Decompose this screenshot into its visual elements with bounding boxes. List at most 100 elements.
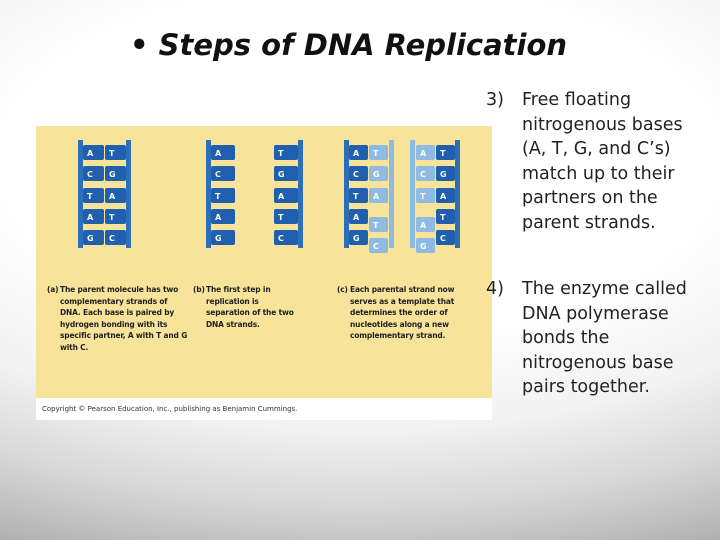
panel-c-new-base-letter: T: [420, 192, 426, 201]
panel-b-base-letter: A: [278, 192, 285, 201]
panel-c-new-base-letter: C: [420, 170, 426, 179]
panel-c-left-new-strand: [389, 140, 394, 248]
panel-c-base-letter: A: [353, 213, 360, 222]
panel-a-base-letter: G: [109, 170, 116, 179]
panel-b-base: [211, 166, 235, 181]
panel-c-base: [349, 209, 368, 224]
panel-b-base: [211, 230, 235, 245]
panel-b-base: [211, 188, 235, 203]
slide-title: • Steps of DNA Replication: [130, 28, 568, 62]
panel-c-new-base: [369, 238, 388, 253]
panel-b-label: (b): [193, 284, 205, 294]
step-item: 3) Free floating nitrogenous bases (A, T…: [486, 88, 696, 235]
panel-c-new-base-letter: C: [373, 242, 379, 251]
panel-a-label: (a): [47, 284, 59, 294]
panel-b-base: [274, 209, 298, 224]
panel-a-base: [83, 145, 104, 160]
panel-a-base-letter: A: [87, 213, 94, 222]
panel-b-right-strand: [298, 140, 303, 248]
panel-a-base-letter: G: [87, 234, 94, 243]
panel-c-new-base-letter: G: [420, 242, 427, 251]
panel-a-base-letter: A: [109, 192, 116, 201]
panel-b-base-letter: G: [215, 234, 222, 243]
panel-a-left-strand: [78, 140, 83, 248]
panel-c-base-letter: G: [440, 170, 447, 179]
panel-c-new-base: [369, 145, 388, 160]
panel-c-label: (c): [337, 284, 348, 294]
panel-b-base: [274, 145, 298, 160]
panel-a-base: [105, 209, 126, 224]
panel-a-right-strand: [126, 140, 131, 248]
panel-a-base: [105, 145, 126, 160]
panel-c-base: [436, 230, 455, 245]
panel-c-new-base-letter: A: [420, 149, 427, 158]
panel-c-base-letter: A: [440, 192, 447, 201]
panel-c-right-parent-strand: [455, 140, 460, 248]
panel-c-base-letter: T: [353, 192, 359, 201]
panel-b-base: [211, 145, 235, 160]
panel-c-new-base: [369, 217, 388, 232]
panel-b-base: [274, 166, 298, 181]
step-item: 4) The enzyme called DNA polymerase bond…: [486, 277, 696, 400]
panel-a-base: [83, 166, 104, 181]
panel-a-caption: (a) The parent molecule has two compleme…: [47, 284, 188, 353]
panel-a-base: [83, 230, 104, 245]
panel-c-new-base: [416, 188, 435, 203]
panel-b-caption-text: The first step in replication is separat…: [206, 284, 294, 329]
panel-c-base: [349, 188, 368, 203]
panel-c-base-letter: C: [440, 234, 446, 243]
panel-c-base-letter: C: [353, 170, 359, 179]
panel-b-base-letter: G: [278, 170, 285, 179]
panel-c-base-letter: T: [440, 149, 446, 158]
panel-c-new-base-letter: A: [420, 221, 427, 230]
panel-c-base: [436, 188, 455, 203]
panel-a-base-letter: T: [87, 192, 93, 201]
panel-c-new-base: [369, 166, 388, 181]
panel-a-base: [83, 209, 104, 224]
panel-c-new-base-letter: T: [373, 221, 379, 230]
panel-c-new-base: [416, 145, 435, 160]
panel-c-base-letter: G: [353, 234, 360, 243]
panel-a-base-letter: C: [87, 170, 93, 179]
panel-c-caption: (c) Each parental strand now serves as a…: [337, 284, 474, 342]
panel-a-base-letter: C: [109, 234, 115, 243]
step-text: Free floating nitrogenous bases (A, T, G…: [522, 90, 683, 233]
panel-c-new-base: [416, 217, 435, 232]
panel-c-base: [436, 166, 455, 181]
panel-c-new-base-letter: G: [373, 170, 380, 179]
panel-b-base-letter: A: [215, 149, 222, 158]
panel-a-base-letter: A: [87, 149, 94, 158]
panel-b-caption: (b) The first step in replication is sep…: [193, 284, 298, 330]
panel-c-base: [436, 209, 455, 224]
panel-c-new-base: [416, 166, 435, 181]
panel-c-new-base: [416, 238, 435, 253]
panel-c-base-letter: T: [440, 213, 446, 222]
step-number: 3): [486, 90, 504, 110]
panel-b-base: [211, 209, 235, 224]
panel-c-new-base-letter: A: [373, 192, 380, 201]
panel-b-base-letter: T: [278, 149, 284, 158]
panel-b-base-letter: T: [215, 192, 221, 201]
panel-a-caption-text: The parent molecule has two complementar…: [60, 284, 188, 352]
panel-a-base: [105, 230, 126, 245]
panel-a-base: [83, 188, 104, 203]
panel-b-base-letter: C: [215, 170, 221, 179]
figure-copyright: Copyright © Pearson Education, Inc., pub…: [42, 405, 298, 413]
panel-a-base-letter: T: [109, 149, 115, 158]
steps-list: 3) Free floating nitrogenous bases (A, T…: [486, 88, 696, 400]
panel-c-base-letter: A: [353, 149, 360, 158]
panel-c-caption-text: Each parental strand now serves as a tem…: [350, 284, 455, 340]
panel-c-base: [349, 145, 368, 160]
panel-c-right-new-strand: [410, 140, 415, 248]
panel-c-left-parent-strand: [344, 140, 349, 248]
panel-c-new-base: [369, 188, 388, 203]
panel-b-base-letter: A: [215, 213, 222, 222]
step-text: The enzyme called DNA polymerase bonds t…: [522, 279, 687, 397]
panel-a-base-letter: T: [109, 213, 115, 222]
panel-b-base-letter: T: [278, 213, 284, 222]
panel-b-left-strand: [206, 140, 211, 248]
dna-replication-figure: A C T A G T G A T C A C T A G T G A T C A C T A G T G A T C A C T A G T G A T C…: [36, 126, 492, 420]
panel-c-base: [436, 145, 455, 160]
panel-c-new-base-letter: T: [373, 149, 379, 158]
